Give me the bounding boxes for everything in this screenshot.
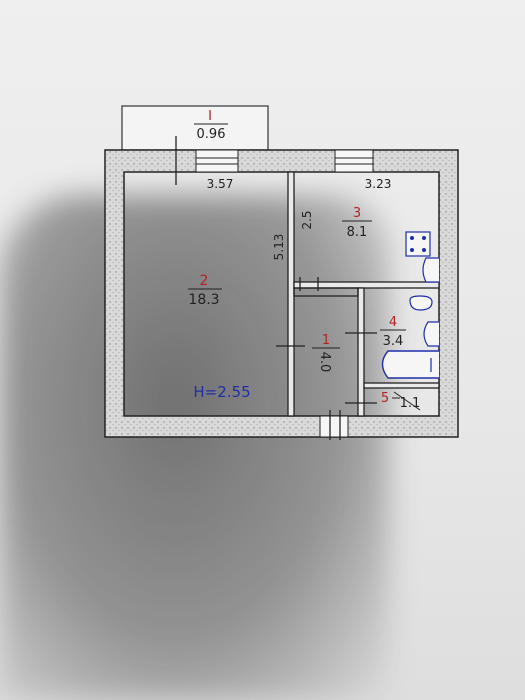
room-3-area: 8.1: [347, 225, 368, 240]
room-4-area: 3.4: [383, 334, 404, 349]
outer-walls: [104, 149, 459, 438]
bathtub: [381, 350, 439, 379]
balcony: [121, 105, 269, 151]
balcony-number: I: [208, 109, 212, 124]
room-3-number: 3: [353, 206, 361, 221]
toilet: [409, 295, 433, 311]
entrance-door: [319, 410, 349, 440]
dim-top-left: 3.57: [207, 177, 234, 191]
dim-kitchen-depth: 2.5: [300, 210, 314, 229]
window-top-right: [334, 149, 374, 173]
interior-walls: [287, 171, 440, 417]
room-5-number: 5: [381, 391, 389, 406]
dim-room-depth: 5.13: [272, 234, 286, 261]
room-1-area: 4.0: [317, 352, 332, 373]
door-marks: [276, 277, 377, 404]
kitchen-sink: [422, 257, 439, 283]
stove: [405, 231, 431, 257]
room-2-number: 2: [200, 273, 209, 289]
ceiling-height: H=2.55: [193, 383, 250, 401]
balcony-area: 0.96: [197, 127, 226, 142]
dim-top-right: 3.23: [365, 177, 392, 191]
room-4-number: 4: [389, 315, 397, 330]
room-2-area: 18.3: [188, 292, 219, 308]
washbasin: [423, 321, 439, 347]
hand-shadow: [0, 195, 390, 700]
window-top-left: [195, 149, 239, 173]
room-1-number: 1: [322, 333, 330, 348]
